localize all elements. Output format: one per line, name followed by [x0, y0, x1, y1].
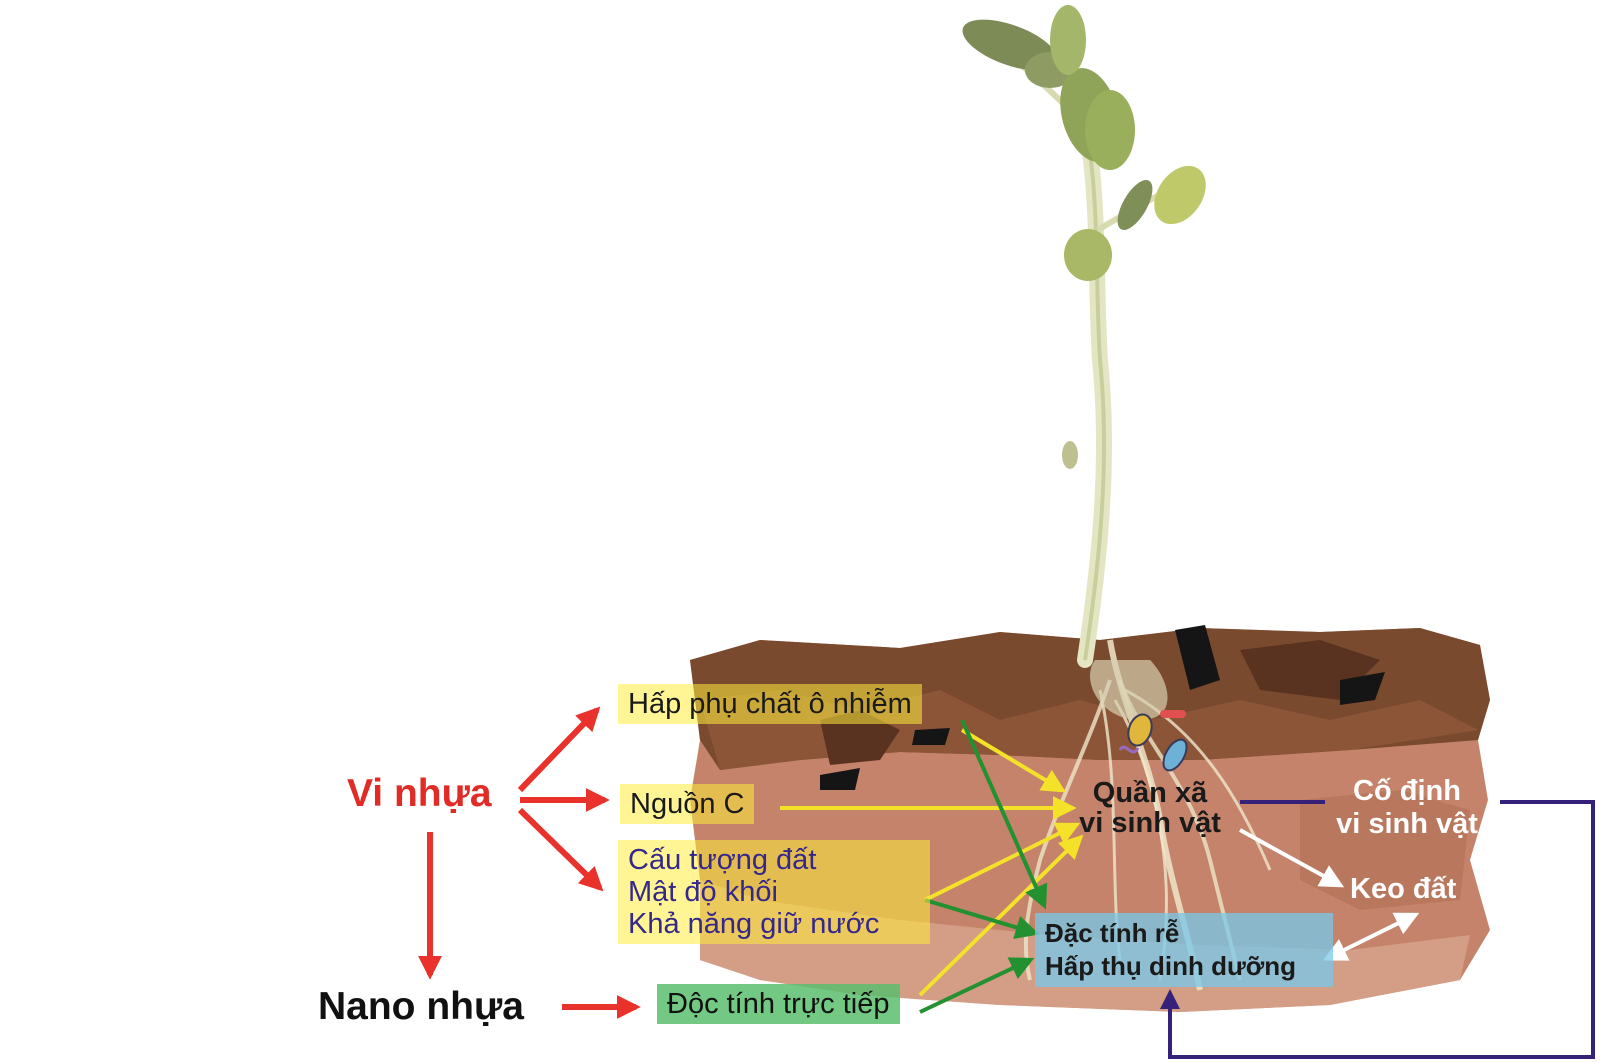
toxicity-box: Độc tính trực tiếp: [657, 984, 900, 1024]
microbial-fixation-label: Cố định vi sinh vật: [1322, 775, 1492, 841]
soil-structure-line: Cấu tượng đất: [628, 844, 817, 876]
root-properties-box: Đặc tính rễ Hấp thụ dinh dưỡng: [1035, 913, 1333, 987]
purple-feedback-line: [1160, 800, 1595, 1059]
bulk-density-line: Mật độ khối: [628, 876, 778, 908]
nanoplastic-label: Nano nhựa: [318, 985, 524, 1028]
soil-properties-box: Cấu tượng đất Mật độ khối Khả năng giữ n…: [618, 840, 930, 944]
microbial-community-line-1: Quần xã: [1092, 777, 1208, 809]
water-holding-line: Khả năng giữ nước: [628, 908, 880, 940]
red-arrows: [418, 706, 641, 1019]
microbial-community-line-2: vi sinh vật: [1079, 807, 1221, 839]
microbial-fixation-line-1: Cố định: [1353, 775, 1461, 807]
yellow-arrows: [780, 728, 1084, 997]
carbon-source-box: Nguồn C: [620, 784, 755, 824]
white-arrows: [1239, 828, 1420, 961]
plant-illustration: [962, 5, 1272, 991]
microbial-community-label: Quần xã vi sinh vật: [1070, 778, 1230, 838]
microbial-fixation-line-2: vi sinh vật: [1336, 808, 1478, 840]
microplastic-label: Vi nhựa: [347, 772, 492, 815]
bacteria-cluster: [1118, 710, 1188, 772]
adsorption-box: Hấp phụ chất ô nhiễm: [618, 684, 922, 724]
nutrient-uptake-line: Hấp thụ dinh dưỡng: [1045, 951, 1297, 981]
green-arrows: [919, 719, 1048, 1014]
root-traits-line: Đặc tính rễ: [1045, 918, 1180, 948]
soil-colloid-label: Keo đất: [1350, 873, 1457, 905]
